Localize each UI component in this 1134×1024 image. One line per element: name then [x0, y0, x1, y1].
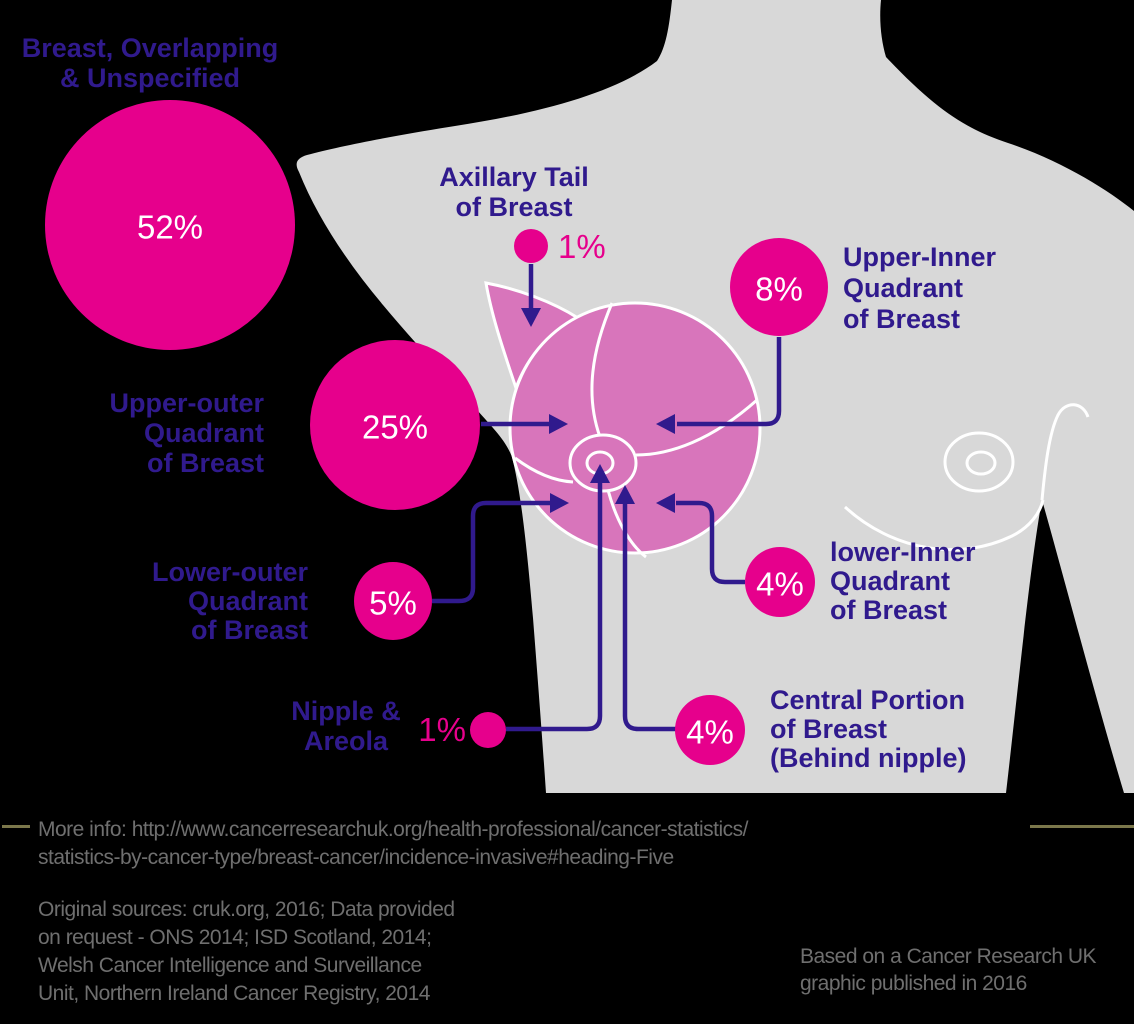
- label-upper-inner-line1: Upper-Inner: [843, 242, 997, 272]
- arrow-up-nipple: [590, 464, 610, 483]
- arrow-left-lower-inner: [656, 493, 675, 513]
- right-areola-outline: [943, 431, 1015, 493]
- label-lower-outer-line3: of Breast: [190, 615, 308, 645]
- quadrant-line-left: [514, 456, 574, 484]
- label-upper-inner: Upper-Inner Quadrant of Breast: [843, 242, 1083, 335]
- circle-lower-inner-4: [745, 547, 815, 617]
- arrow-up-central: [615, 485, 635, 504]
- label-lower-inner-line3: of Breast: [830, 595, 948, 625]
- connector-lines: [432, 264, 782, 732]
- label-axillary-line2: of Breast: [455, 192, 573, 222]
- circle-nipple-1: [470, 712, 506, 748]
- arrow-left-upper-inner: [656, 414, 675, 434]
- left-rule-dash: [2, 825, 30, 828]
- label-overlapping-line2: & Unspecified: [59, 63, 241, 93]
- connector-lower-inner: [676, 500, 745, 585]
- label-overlapping-line1: Breast, Overlapping: [21, 33, 279, 63]
- right-arm-fold-line: [1040, 403, 1090, 501]
- connector-lower-outer: [432, 500, 552, 604]
- sources-line1: Original sources: cruk.org, 2016; Data p…: [38, 898, 455, 921]
- arrow-right-upper-outer: [549, 414, 568, 434]
- label-central: Central Portion of Breast (Behind nipple…: [770, 686, 1030, 773]
- connector-nipple: [506, 482, 603, 732]
- circle-upper-outer-25: [310, 340, 480, 510]
- label-lower-outer-line2: Quadrant: [187, 586, 308, 616]
- label-axillary-line1: Axillary Tail: [439, 162, 589, 192]
- more-info-text: More info: http://www.cancerresearchuk.o…: [38, 816, 858, 872]
- sources-line4: Unit, Northern Ireland Cancer Registry, …: [38, 982, 430, 1005]
- label-overlapping: Breast, Overlapping & Unspecified: [0, 33, 300, 93]
- label-lower-inner: lower-Inner Quadrant of Breast: [830, 538, 1050, 625]
- arrow-right-lower-outer: [550, 493, 569, 513]
- value-upper-inner: 8%: [755, 270, 803, 308]
- value-upper-outer: 25%: [361, 408, 429, 446]
- arrow-down-axillary: [521, 308, 541, 327]
- value-overlapping: 52%: [136, 208, 204, 246]
- value-nipple: 1%: [418, 711, 466, 748]
- label-lower-outer-line1: Lower-outer: [151, 557, 308, 587]
- value-axillary: 1%: [558, 228, 606, 265]
- label-lower-inner-line1: lower-Inner: [830, 537, 976, 567]
- label-nipple-line1: Nipple &: [291, 696, 401, 726]
- label-upper-outer-line1: Upper-outer: [109, 388, 265, 418]
- label-nipple-line2: Areola: [303, 726, 389, 756]
- label-upper-outer-line2: Quadrant: [143, 418, 264, 448]
- breast-shape: [508, 301, 762, 555]
- quadrant-line-right: [635, 398, 758, 457]
- sources-line3: Welsh Cancer Intelligence and Surveillan…: [38, 954, 422, 977]
- sources-text: Original sources: cruk.org, 2016; Data p…: [38, 896, 558, 1008]
- label-central-line1: Central Portion: [770, 685, 966, 715]
- label-upper-inner-line3: of Breast: [843, 304, 961, 334]
- value-lower-outer: 5%: [369, 584, 417, 622]
- value-circles: [45, 100, 828, 765]
- right-breast-underline: [843, 499, 1045, 552]
- right-rule-dash: [1030, 825, 1134, 828]
- sources-line2: on request - ONS 2014; ISD Scotland, 201…: [38, 926, 432, 949]
- circle-axillary-1: [514, 229, 548, 263]
- credit-line1: Based on a Cancer Research UK: [800, 945, 1097, 968]
- value-lower-inner: 4%: [756, 565, 804, 603]
- connector-upper-inner: [677, 337, 782, 427]
- label-axillary: Axillary Tail of Breast: [404, 162, 624, 222]
- quadrant-line-top: [590, 302, 614, 438]
- label-central-line3: (Behind nipple): [770, 743, 967, 773]
- more-info-line1: More info: http://www.cancerresearchuk.o…: [38, 818, 749, 841]
- connector-central: [622, 503, 676, 732]
- label-lower-outer: Lower-outer Quadrant of Breast: [88, 558, 308, 645]
- label-upper-inner-line2: Quadrant: [843, 273, 964, 303]
- value-central: 4%: [686, 713, 734, 751]
- label-upper-outer: Upper-outer Quadrant of Breast: [44, 388, 265, 478]
- circle-upper-inner-8: [730, 238, 828, 336]
- right-nipple-outline: [965, 450, 997, 476]
- circle-lower-outer-5: [354, 562, 432, 640]
- label-nipple: Nipple & Areola: [246, 696, 446, 756]
- label-lower-inner-line2: Quadrant: [830, 566, 951, 596]
- credit-text: Based on a Cancer Research UK graphic pu…: [800, 943, 1130, 997]
- label-upper-outer-line3: of Breast: [146, 448, 264, 478]
- label-central-line2: of Breast: [770, 714, 888, 744]
- arrowheads: [521, 308, 675, 513]
- circle-overlapping-52: [45, 100, 295, 350]
- more-info-line2: statistics-by-cancer-type/breast-cancer/…: [38, 846, 674, 869]
- circle-central-4: [675, 695, 745, 765]
- credit-line2: graphic published in 2016: [800, 972, 1027, 995]
